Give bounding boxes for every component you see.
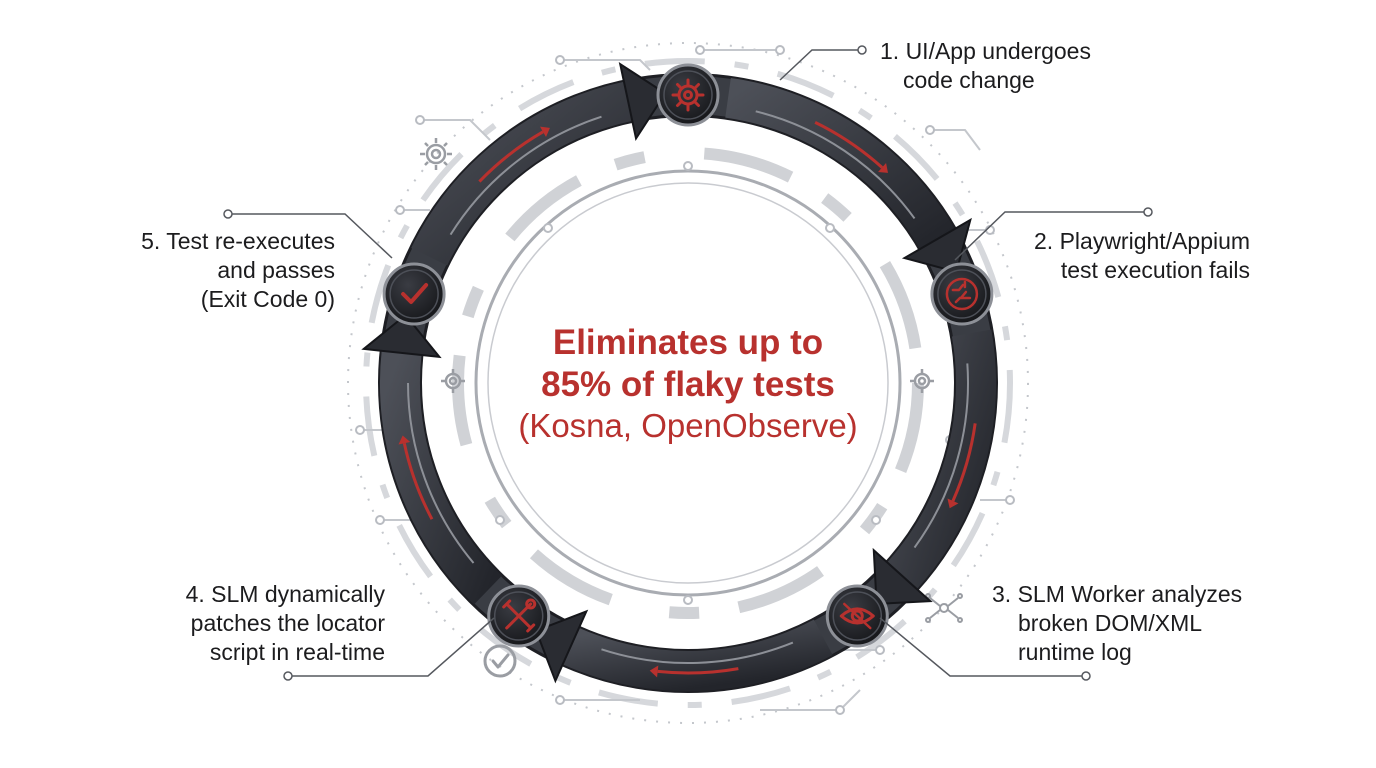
step-5-label: 5. Test re-executes and passes (Exit Cod… — [90, 227, 335, 314]
step-4-node — [487, 584, 551, 648]
cycle-arrow-4 — [361, 313, 502, 605]
step-4-line-1: 4. SLM dynamically — [185, 581, 385, 607]
step-3-node — [825, 584, 889, 648]
step-4-label: 4. SLM dynamically patches the locator s… — [120, 580, 385, 667]
step-4-line-2: patches the locator — [190, 610, 385, 636]
checkmark-icon — [401, 283, 429, 305]
center-line-1: Eliminates up to — [552, 323, 824, 362]
cycle-arrow-3 — [534, 609, 833, 691]
step-2-line-1: 2. Playwright/Appium — [1034, 228, 1251, 254]
step-1-line-2: code change — [903, 67, 1035, 93]
callout-dots — [223, 45, 1153, 681]
gear-icon — [420, 138, 452, 170]
step-2-label: 2. Playwright/Appium test execution fail… — [1034, 227, 1250, 285]
center-line-3: (Kosna, OpenObserve) — [518, 407, 858, 444]
gear-icon — [910, 369, 934, 393]
eye-icon — [839, 602, 875, 630]
check-circle-icon — [483, 644, 517, 678]
center-line-2: 85% of flaky tests — [541, 365, 835, 404]
callout-lines — [228, 49, 1148, 677]
step-3-line-3: runtime log — [1018, 639, 1132, 665]
gear-icon — [441, 369, 465, 393]
gear-icon — [671, 78, 705, 112]
tools-icon — [502, 598, 537, 633]
step-5-line-1: 5. Test re-executes — [141, 228, 335, 254]
step-5-line-2: and passes — [217, 257, 335, 283]
cycle-arrow-2 — [872, 329, 996, 605]
network-icon — [925, 593, 963, 623]
step-3-line-2: broken DOM/XML — [1018, 610, 1203, 636]
circuit-decoration — [347, 42, 1029, 724]
step-3-line-1: 3. SLM Worker analyzes — [992, 581, 1243, 607]
step-1-label: 1. UI/App undergoes code change — [880, 37, 1091, 95]
step-2-node — [930, 262, 994, 326]
cycle-arrow-5 — [411, 61, 667, 266]
step-3-label: 3. SLM Worker analyzes broken DOM/XML ru… — [992, 580, 1242, 667]
step-1-line-1: 1. UI/App undergoes — [880, 38, 1091, 64]
step-5-line-3: (Exit Code 0) — [200, 286, 335, 312]
step-4-line-3: script in real-time — [209, 639, 385, 665]
cycle-arrow-1 — [725, 77, 972, 274]
center-headline: Eliminates up to 85% of flaky tests (Kos… — [478, 322, 898, 446]
step-2-line-2: test execution fails — [1060, 257, 1251, 283]
step-1-node — [656, 63, 720, 127]
circuit-broken-icon — [945, 277, 979, 311]
step-5-node — [382, 262, 446, 326]
